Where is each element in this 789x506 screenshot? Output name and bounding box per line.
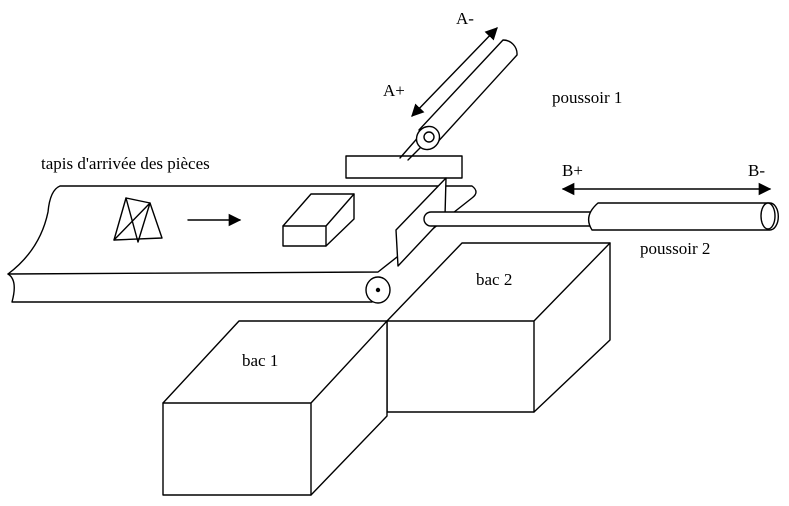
pyramid-part xyxy=(113,197,163,243)
a-plus-label: A+ xyxy=(383,81,405,100)
pusher-2-label: poussoir 2 xyxy=(640,239,711,258)
b-plus-label: B+ xyxy=(562,161,583,180)
box-part xyxy=(282,193,355,247)
pusher-1-cylinder xyxy=(399,39,518,161)
pusher-1-travel-arrow xyxy=(411,27,498,117)
bin-1 xyxy=(162,320,388,496)
pusher-1-label: poussoir 1 xyxy=(552,88,623,107)
deflector-plate xyxy=(345,155,463,267)
bin-2-label: bac 2 xyxy=(476,270,513,289)
pusher-2-cylinder xyxy=(423,202,780,231)
conveyor-label: tapis d'arrivée des pièces xyxy=(41,154,210,173)
a-minus-label: A- xyxy=(456,9,474,28)
b-minus-label: B- xyxy=(748,161,765,180)
bin-2 xyxy=(386,242,611,413)
bin-1-label: bac 1 xyxy=(242,351,279,370)
